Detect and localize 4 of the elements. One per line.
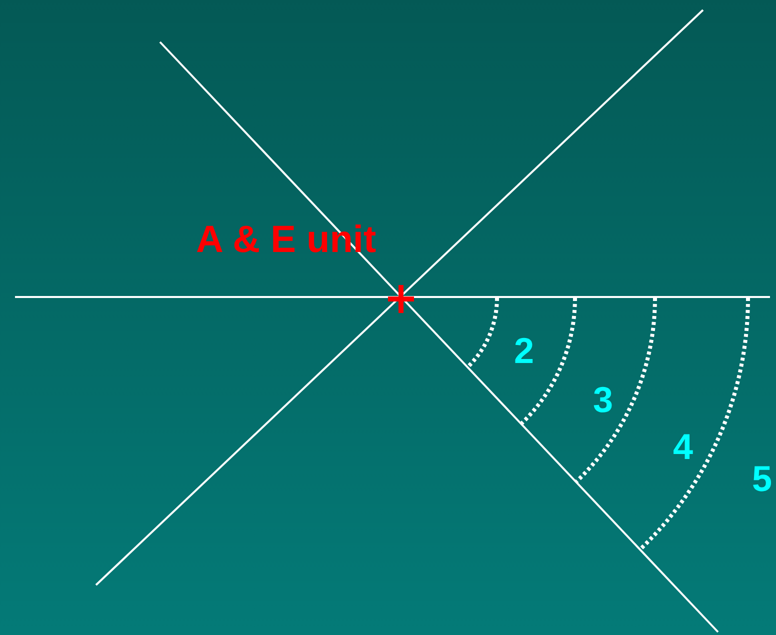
zone-number: 2 — [514, 333, 534, 369]
zone-number: 3 — [593, 382, 614, 418]
zone-number: 5 — [752, 461, 772, 497]
zone-number: 4 — [673, 429, 694, 465]
